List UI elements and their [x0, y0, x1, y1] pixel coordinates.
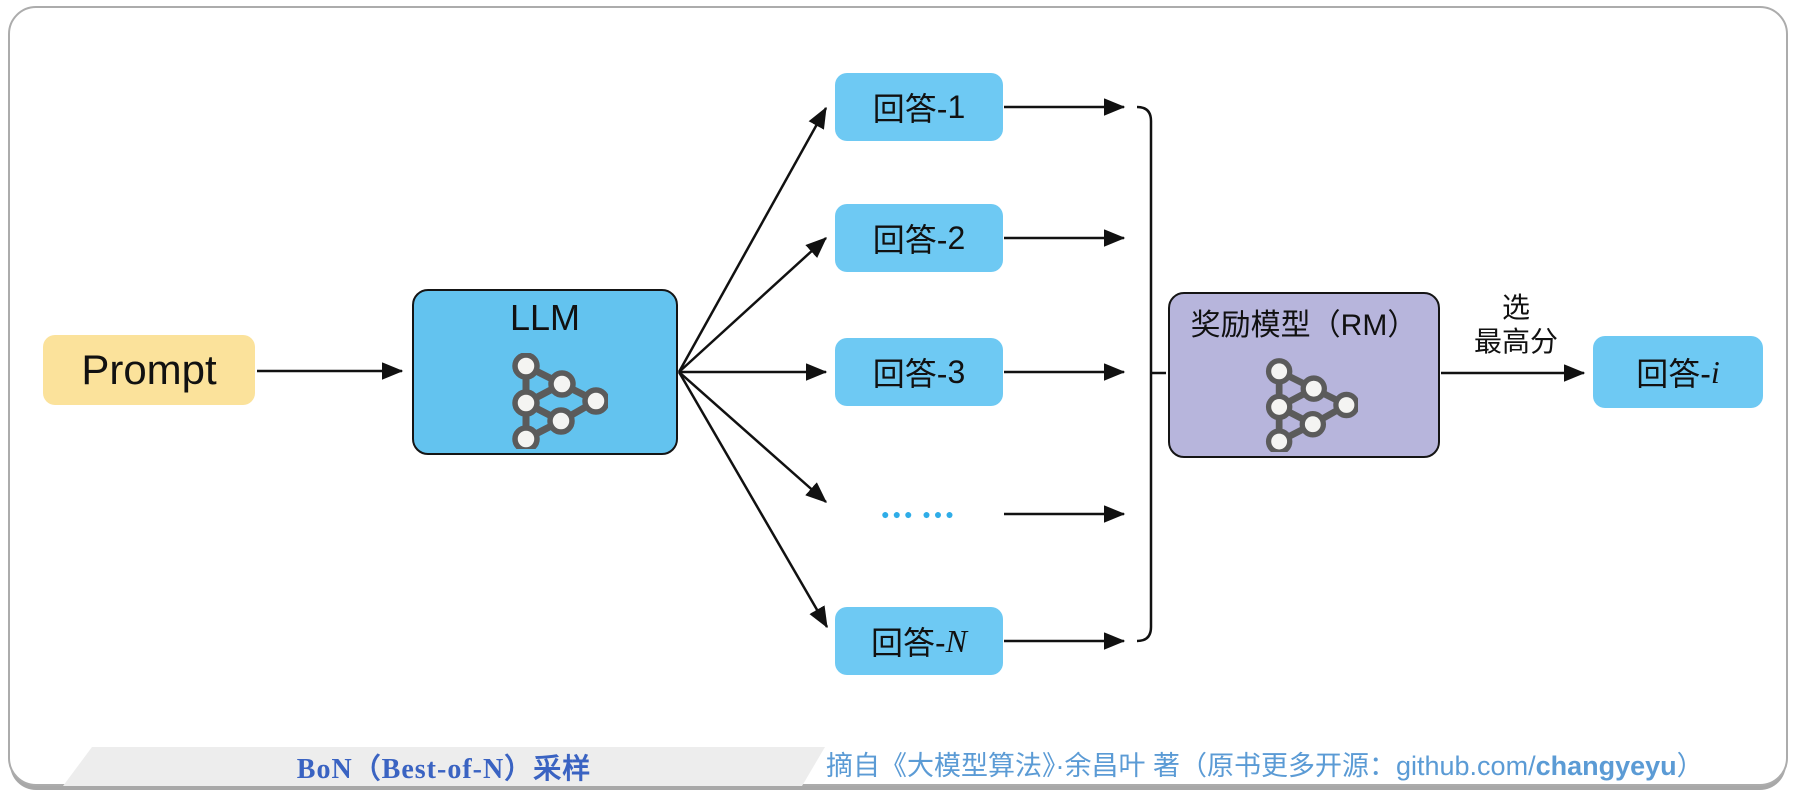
answer-3-suffix: 3 — [947, 353, 966, 390]
select-highest-label: 选 最高分 — [1446, 291, 1586, 359]
answer-3-prefix: 回答- — [872, 356, 948, 392]
answer-3-node: 回答-3 — [835, 338, 1003, 406]
llm-label: LLM — [509, 297, 581, 338]
ellipsis-dots: ●●● ●●● — [881, 506, 957, 522]
llm-node: LLM — [412, 289, 678, 455]
footer-attribution: 摘自《大模型算法》·余昌叶 著（原书更多开源：github.com/changy… — [826, 747, 1704, 786]
reward-model-label: 奖励模型（RM） — [1190, 309, 1418, 342]
answer-n-prefix: 回答- — [870, 625, 946, 661]
prompt-node: Prompt — [43, 335, 255, 405]
answer-n-node: 回答-N — [835, 607, 1003, 675]
attribution-close-paren: ） — [1676, 751, 1704, 781]
attribution-text: 摘自《大模型算法》·余昌叶 著（原书更多开源：github.com/ — [826, 751, 1536, 781]
footer-caption: BoN（Best-of-N）采样 — [296, 753, 592, 785]
answer-1-node: 回答-1 — [835, 73, 1003, 141]
reward-model-node: 奖励模型（RM） — [1168, 292, 1440, 458]
result-prefix: 回答- — [1636, 356, 1711, 392]
answer-2-node: 回答-2 — [835, 204, 1003, 272]
answer-2-prefix: 回答- — [872, 222, 948, 258]
neural-network-icon — [1258, 358, 1358, 452]
result-answer-node: 回答-i — [1593, 336, 1763, 408]
answer-1-prefix: 回答- — [872, 91, 948, 127]
neural-network-icon — [504, 353, 608, 449]
select-highest-line2: 最高分 — [1473, 326, 1558, 357]
result-suffix: i — [1710, 353, 1720, 390]
answer-2-suffix: 2 — [947, 219, 966, 256]
attribution-github-handle: changyeyu — [1535, 751, 1677, 781]
answer-n-suffix: N — [945, 622, 967, 659]
prompt-label: Prompt — [81, 346, 217, 393]
select-highest-line1: 选 — [1501, 292, 1530, 323]
footer-caption-banner: BoN（Best-of-N）采样 — [63, 747, 825, 786]
answer-1-suffix: 1 — [947, 88, 966, 125]
